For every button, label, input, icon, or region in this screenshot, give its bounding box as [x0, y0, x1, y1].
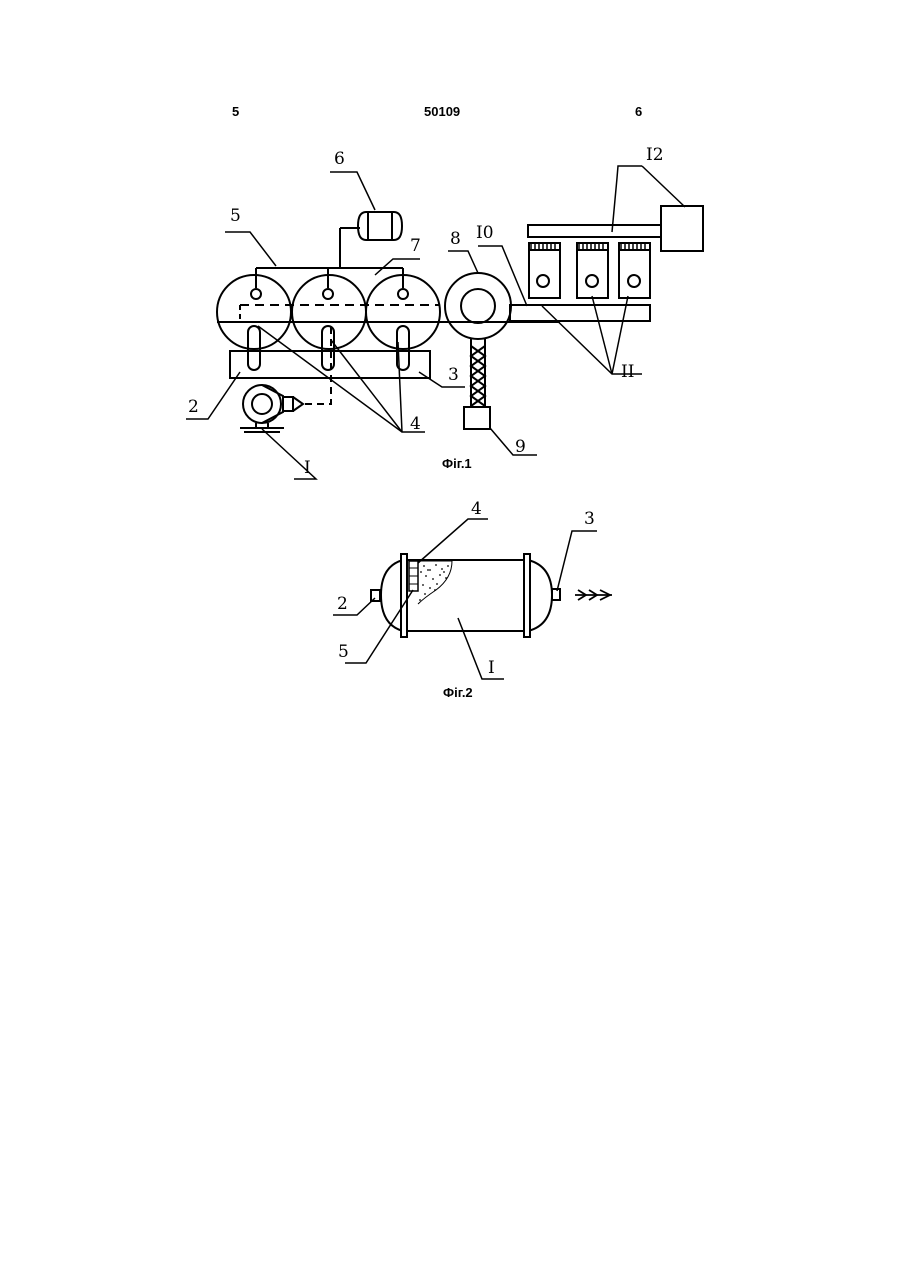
fig1-label-9: 9	[515, 437, 526, 457]
fig1-label-10: I0	[476, 223, 494, 243]
fig1-label-7: 7	[410, 236, 421, 256]
fig1-label-4: 4	[410, 414, 421, 434]
inlet-nozzle	[371, 590, 380, 601]
fig2-label-1: I	[488, 658, 495, 678]
fig1-label-6: 6	[334, 149, 345, 169]
drive-unit	[661, 206, 703, 251]
rail	[528, 225, 661, 237]
fig1-label-5: 5	[230, 206, 241, 226]
receiver-tank	[358, 212, 402, 240]
fig1-label-12: I2	[646, 145, 664, 165]
fig1-label-1: I	[304, 458, 311, 478]
figure-1: 5 6 7 8 I0 I2 2 3 4 9 I II Фіг.1	[186, 145, 703, 479]
screw-conveyor	[471, 339, 485, 408]
fig1-label-2: 2	[188, 397, 199, 417]
vessel-body	[403, 560, 528, 631]
fig2-caption: Фіг.2	[443, 685, 473, 700]
fig1-label-11: II	[621, 362, 634, 382]
fig2-label-2: 2	[337, 594, 348, 614]
fig2-label-3: 3	[584, 509, 595, 529]
fig2-label-4: 4	[471, 499, 482, 519]
figure-2: 4 3 2 5 I Фіг.2	[333, 499, 612, 700]
fig2-label-5: 5	[338, 642, 349, 662]
fig1-caption: Фіг.1	[442, 456, 472, 471]
drum-1	[217, 275, 291, 349]
cassette-3	[619, 243, 650, 298]
separator-outer	[445, 273, 511, 339]
collection-bin	[464, 407, 490, 429]
outflow-arrow-icon	[575, 590, 612, 600]
compressor	[240, 385, 303, 432]
cassette-2	[577, 243, 608, 298]
separator-inner	[461, 289, 495, 323]
conveyor-bar	[510, 305, 650, 321]
vessel-head-left	[381, 560, 403, 631]
cassette-1	[529, 243, 560, 298]
vessel-head-right	[528, 560, 552, 631]
outlet-nozzle	[552, 589, 560, 600]
fig1-label-3: 3	[448, 365, 459, 385]
fig1-label-8: 8	[450, 229, 461, 249]
